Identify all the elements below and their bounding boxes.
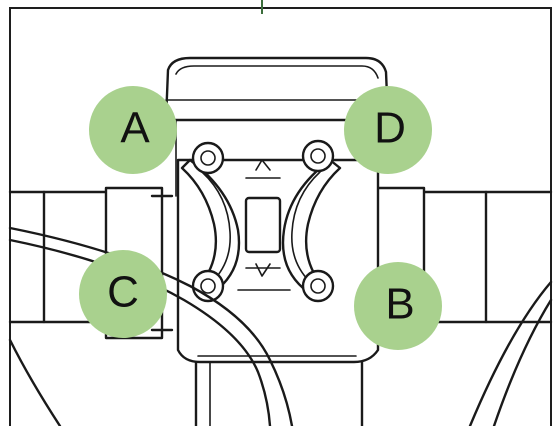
badge-a: A <box>89 86 177 174</box>
badge-a-circle <box>89 86 177 174</box>
bolt-bottom-right <box>301 269 335 303</box>
badge-d-label: D <box>374 104 406 153</box>
faceplate-bolts <box>191 139 335 303</box>
bolt-bottom-left <box>191 269 225 303</box>
badge-b: B <box>354 262 442 350</box>
cables <box>8 226 553 426</box>
badge-d-circle <box>344 86 432 174</box>
badge-c: C <box>79 250 167 338</box>
badge-d: D <box>344 86 432 174</box>
frame-border <box>9 7 552 426</box>
bolt-top-left <box>191 141 225 175</box>
badge-c-circle <box>79 250 167 338</box>
badge-c-label: C <box>107 268 139 317</box>
badge-b-circle <box>354 262 442 350</box>
badge-a-label: A <box>120 104 150 153</box>
badge-b-label: B <box>385 280 414 329</box>
bolt-top-right <box>301 139 335 173</box>
